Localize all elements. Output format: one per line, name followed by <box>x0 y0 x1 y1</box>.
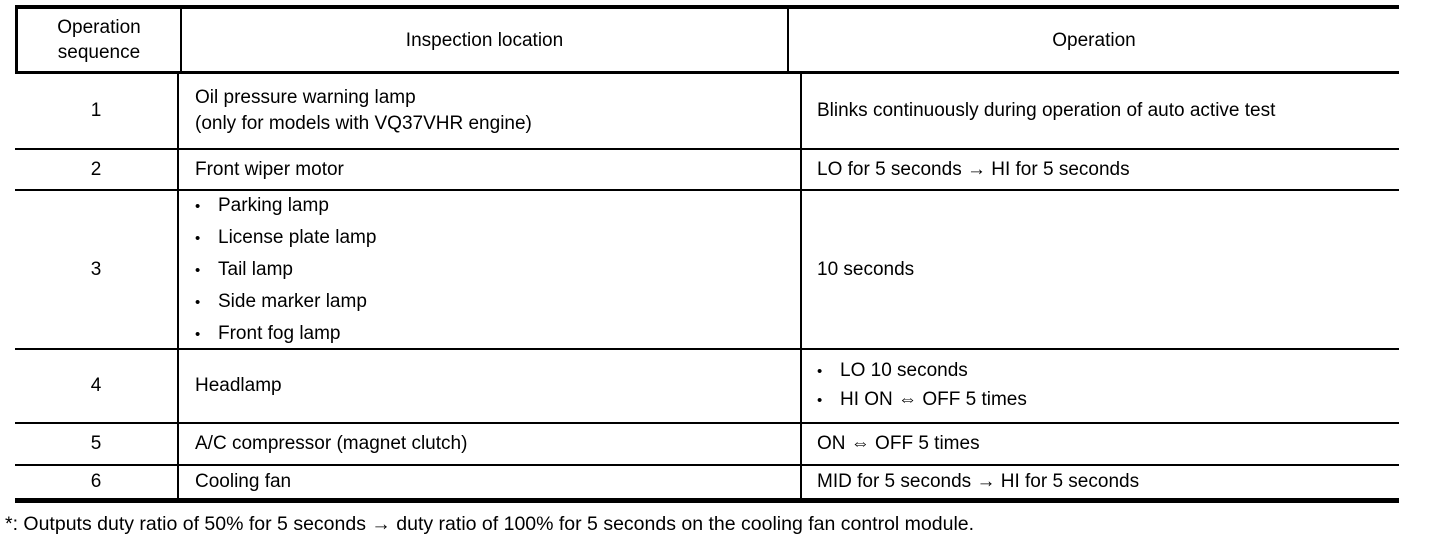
bullet-icon: • <box>195 325 201 343</box>
cell-line: HI ON ⇔ OFF 5 times <box>840 389 1027 410</box>
inspection-location-cell: • Parking lamp • License plate lamp • Ta… <box>179 191 802 348</box>
sequence-number: 4 <box>90 375 102 396</box>
cell-line: Front wiper motor <box>195 158 344 180</box>
bullet-icon: • <box>195 229 201 247</box>
table-row: 4 Headlamp • LO 10 seconds • HI ON ⇔ OFF… <box>15 350 1399 424</box>
sequence-number: 2 <box>90 158 102 180</box>
cell-line: Parking lamp <box>218 194 329 216</box>
header-text: Operation <box>1052 29 1136 51</box>
operation-cell: • LO 10 seconds • HI ON ⇔ OFF 5 times <box>802 350 1399 422</box>
cell-line: (only for models with VQ37VHR engine) <box>195 113 532 134</box>
inspection-location-cell: Oil pressure warning lamp (only for mode… <box>179 74 802 148</box>
bullet-list-item: • Parking lamp <box>195 190 800 222</box>
operation-cell: Blinks continuously during operation of … <box>802 74 1399 148</box>
cell-line: LO 10 seconds <box>840 360 968 381</box>
bullet-list-item: • Front fog lamp <box>195 318 800 350</box>
cell-line: MID for 5 seconds → HI for 5 seconds <box>817 471 1140 492</box>
sequence-number: 5 <box>90 433 102 454</box>
table-header-row: Operation sequence Inspection location O… <box>15 9 1399 74</box>
bullet-list-item: • Side marker lamp <box>195 286 800 318</box>
cell-line: Side marker lamp <box>218 290 367 312</box>
bullet-icon: • <box>817 392 823 409</box>
cell-line: A/C compressor (magnet clutch) <box>195 433 468 454</box>
cell-line: Headlamp <box>195 375 282 396</box>
cell-line: Blinks continuously during operation of … <box>817 100 1276 121</box>
cell-line: Oil pressure warning lamp <box>195 87 416 108</box>
cell-line: Cooling fan <box>195 471 292 492</box>
sequence-number: 6 <box>90 471 102 492</box>
bullet-list-item: • LO 10 seconds <box>817 357 1399 386</box>
operation-cell: LO for 5 seconds → HI for 5 seconds <box>802 150 1399 189</box>
bullet-icon: • <box>195 293 201 311</box>
operation-cell: 10 seconds <box>802 191 1399 348</box>
header-text: sequence <box>57 42 141 63</box>
inspection-location-cell: Front wiper motor <box>179 150 802 189</box>
bullet-icon: • <box>817 363 823 380</box>
inspection-location-cell: Headlamp <box>179 350 802 422</box>
cell-line: Tail lamp <box>218 258 293 280</box>
inspection-location-cell: A/C compressor (magnet clutch) <box>179 424 802 464</box>
header-inspection-location: Inspection location <box>182 9 789 71</box>
table-row: 1 Oil pressure warning lamp (only for mo… <box>15 74 1399 150</box>
bullet-icon: • <box>195 197 201 215</box>
header-text: Inspection location <box>405 29 564 51</box>
header-operation-sequence: Operation sequence <box>18 9 182 71</box>
bullet-list-item: • License plate lamp <box>195 222 800 254</box>
table-row: 3 • Parking lamp • License plate lamp • … <box>15 191 1399 350</box>
sequence-cell: 5 <box>15 424 179 464</box>
auto-active-test-table: Operation sequence Inspection location O… <box>15 5 1399 503</box>
sequence-cell: 1 <box>15 74 179 148</box>
cell-line: LO for 5 seconds → HI for 5 seconds <box>817 158 1130 180</box>
sequence-number: 1 <box>90 100 102 121</box>
operation-cell: MID for 5 seconds → HI for 5 seconds <box>802 466 1399 498</box>
footnote: *: Outputs duty ratio of 50% for 5 secon… <box>5 513 975 535</box>
sequence-cell: 2 <box>15 150 179 189</box>
bullet-icon: • <box>195 261 201 279</box>
cell-line: ON ⇔ OFF 5 times <box>817 433 980 454</box>
sequence-number: 3 <box>90 258 102 280</box>
table-row: 6 Cooling fan MID for 5 seconds → HI for… <box>15 466 1399 503</box>
header-operation: Operation <box>789 9 1399 71</box>
header-text: Operation <box>57 17 141 38</box>
cell-line: License plate lamp <box>218 226 377 248</box>
bullet-list-item: • HI ON ⇔ OFF 5 times <box>817 386 1399 415</box>
table-row: 5 A/C compressor (magnet clutch) ON ⇔ OF… <box>15 424 1399 466</box>
table-row: 2 Front wiper motor LO for 5 seconds → H… <box>15 150 1399 191</box>
bullet-list-item: • Tail lamp <box>195 254 800 286</box>
cell-line: Front fog lamp <box>218 322 341 344</box>
cell-line: 10 seconds <box>817 258 915 280</box>
sequence-cell: 3 <box>15 191 179 348</box>
operation-cell: ON ⇔ OFF 5 times <box>802 424 1399 464</box>
sequence-cell: 4 <box>15 350 179 422</box>
inspection-location-cell: Cooling fan <box>179 466 802 498</box>
sequence-cell: 6 <box>15 466 179 498</box>
